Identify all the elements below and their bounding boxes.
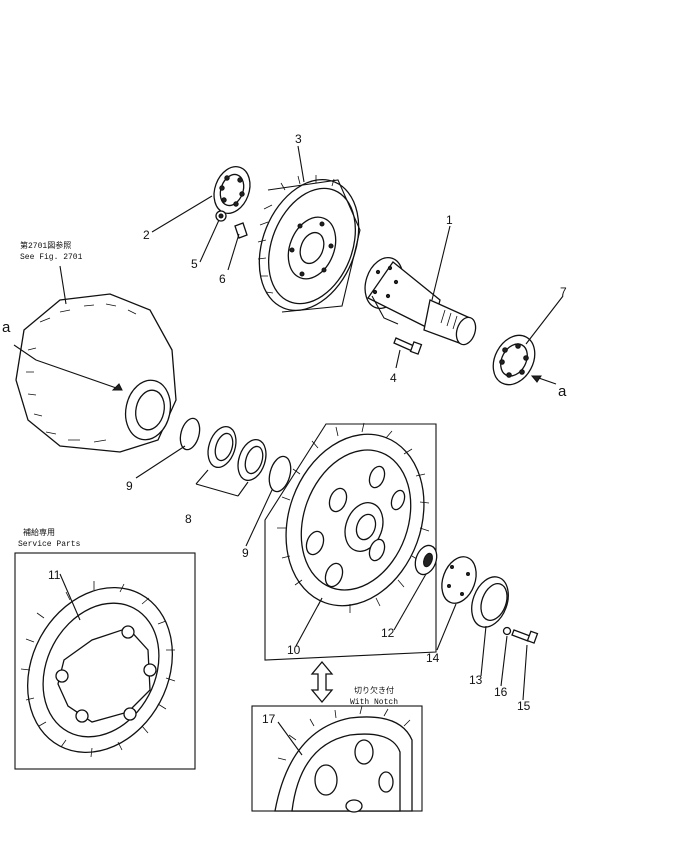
service-parts-box (14, 552, 196, 770)
o-ring-icon (179, 417, 201, 451)
callout-7: 7 (560, 285, 567, 299)
double-arrow-icon (310, 660, 334, 704)
callout-4: 4 (390, 371, 397, 385)
connector-a-left: a (2, 319, 11, 336)
callout-9b: 9 (242, 546, 249, 560)
see-fig-en: See Fig. 2701 (20, 253, 83, 262)
callout-12: 12 (381, 626, 395, 640)
callout-13: 13 (469, 673, 483, 687)
callout-15: 15 (517, 699, 531, 713)
service-parts-en: Service Parts (18, 540, 81, 549)
callout-1: 1 (446, 213, 453, 227)
leader-lines (59, 145, 564, 756)
connector-a-right: a (558, 383, 567, 400)
bevel-gear-icon (257, 175, 361, 313)
sprocket-icon (20, 581, 176, 758)
bearing-icon (213, 166, 251, 214)
cover-icon (471, 576, 509, 628)
housing-icon (13, 293, 177, 453)
callout-3: 3 (295, 132, 302, 146)
callout-9a: 9 (126, 479, 133, 493)
o-ring-icon (268, 455, 292, 493)
with-notch-jp: 切り欠き付 (354, 685, 394, 696)
nut-icon (215, 210, 227, 222)
lock-plate-icon (234, 222, 248, 239)
callout-16: 16 (494, 685, 508, 699)
seal-icon (207, 425, 267, 482)
washer-icon (414, 544, 438, 576)
sprocket-icon (277, 422, 430, 613)
callout-17: 17 (262, 712, 276, 726)
service-parts-jp: 補給専用 (23, 527, 55, 538)
callout-10: 10 (287, 643, 301, 657)
plate-icon (441, 556, 477, 604)
bearing-icon (492, 334, 536, 386)
sprocket-icon (274, 705, 413, 813)
washer-icon (502, 626, 512, 636)
bolt-icon (393, 337, 423, 355)
sprocket-frame (264, 423, 437, 661)
callout-6: 6 (219, 272, 226, 286)
shaft-icon (364, 257, 477, 346)
callout-8: 8 (185, 512, 192, 526)
see-fig-jp: 第2701図参照 (20, 240, 71, 251)
callout-11: 11 (48, 568, 61, 582)
callout-2: 2 (143, 228, 150, 242)
callout-5: 5 (191, 257, 198, 271)
bolt-icon (511, 629, 539, 644)
with-notch-en: With Notch (350, 698, 398, 707)
callout-14: 14 (426, 651, 440, 665)
